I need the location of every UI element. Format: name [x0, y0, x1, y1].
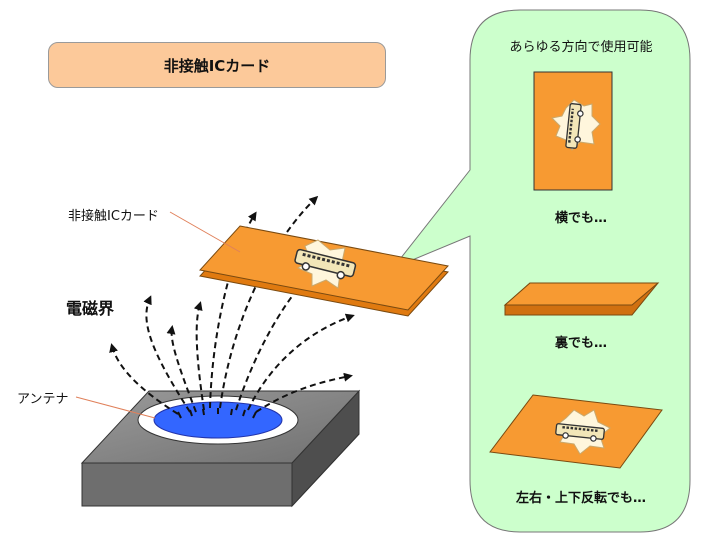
caption-sideways: 横でも…: [554, 211, 607, 226]
ic-card-main: [199, 225, 449, 317]
card-leader-line: [169, 211, 241, 253]
card-back: [503, 282, 660, 316]
title-box: 非接触ICカード: [48, 42, 386, 88]
speech-bubble: [391, 9, 691, 533]
caption-back: 裏でも…: [554, 336, 607, 351]
antenna-coil: [153, 401, 283, 439]
field-lines: [109, 195, 355, 415]
antenna-label: アンテナ: [17, 392, 69, 407]
card-flipped: [489, 394, 663, 469]
caption-flipped: 左右・上下反転でも…: [515, 491, 646, 506]
bus-icon: [555, 423, 605, 442]
bubble-title: あらゆる方向で使用可能: [509, 40, 653, 55]
antenna-leader-line: [75, 396, 156, 419]
bus-icon: [294, 248, 357, 280]
card-vertical: [533, 71, 613, 191]
antenna-ticks: [177, 408, 257, 419]
bus-icon: [565, 103, 584, 149]
reader-device: [80, 389, 361, 508]
page-title: 非接触ICカード: [163, 56, 271, 75]
field-label: 電磁界: [66, 299, 115, 318]
card-label: 非接触ICカード: [68, 209, 159, 224]
